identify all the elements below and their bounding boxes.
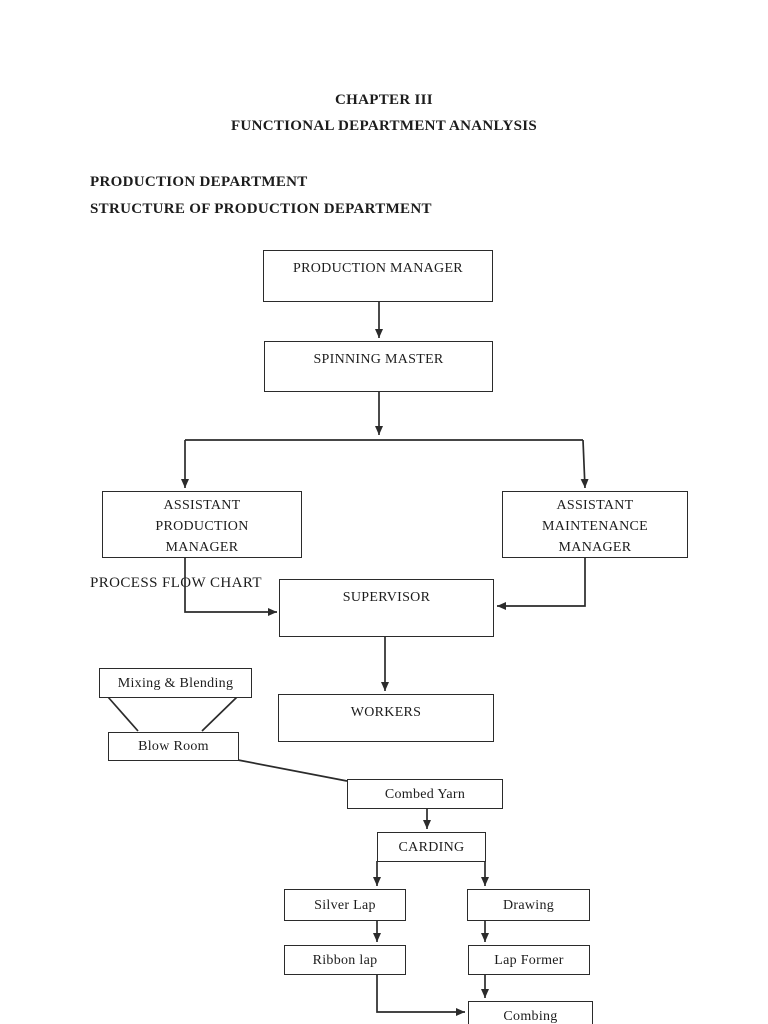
edge-funnel-right	[201, 696, 238, 732]
node-combing: Combing	[468, 1001, 593, 1024]
node-silver-lap: Silver Lap	[284, 889, 406, 921]
node-supervisor: SUPERVISOR	[279, 579, 494, 637]
node-combed-yarn: Combed Yarn	[347, 779, 503, 809]
chapter-subtitle: FUNCTIONAL DEPARTMENT ANANLYSIS	[230, 118, 538, 134]
node-workers: WORKERS	[278, 694, 494, 742]
section-heading-production-department: PRODUCTION DEPARTMENT	[90, 174, 308, 190]
edge-junction-amm	[580, 439, 589, 489]
node-drawing: Drawing	[467, 889, 590, 921]
node-assistant-maintenance-manager: ASSISTANT MAINTENANCE MANAGER	[502, 491, 688, 558]
chapter-title: CHAPTER III	[335, 92, 433, 108]
node-mixing-blending: Mixing & Blending	[99, 668, 252, 698]
node-blow-room: Blow Room	[108, 732, 239, 761]
section-heading-structure: STRUCTURE OF PRODUCTION DEPARTMENT	[90, 201, 432, 217]
edge-amm-supervisor	[497, 558, 586, 610]
edge-ribbonlap-combing	[376, 974, 465, 1016]
process-flow-chart-label: PROCESS FLOW CHART	[90, 575, 262, 591]
node-production-manager: PRODUCTION MANAGER	[263, 250, 493, 302]
node-spinning-master: SPINNING MASTER	[264, 341, 493, 392]
node-lap-former: Lap Former	[468, 945, 590, 975]
edge-apm-supervisor	[184, 558, 277, 616]
edge-blowroom-combedyarn	[237, 759, 348, 782]
node-carding: CARDING	[377, 832, 486, 862]
node-ribbon-lap: Ribbon lap	[284, 945, 406, 975]
edge-funnel-left	[107, 696, 139, 732]
node-assistant-production-manager: ASSISTANT PRODUCTION MANAGER	[102, 491, 302, 558]
